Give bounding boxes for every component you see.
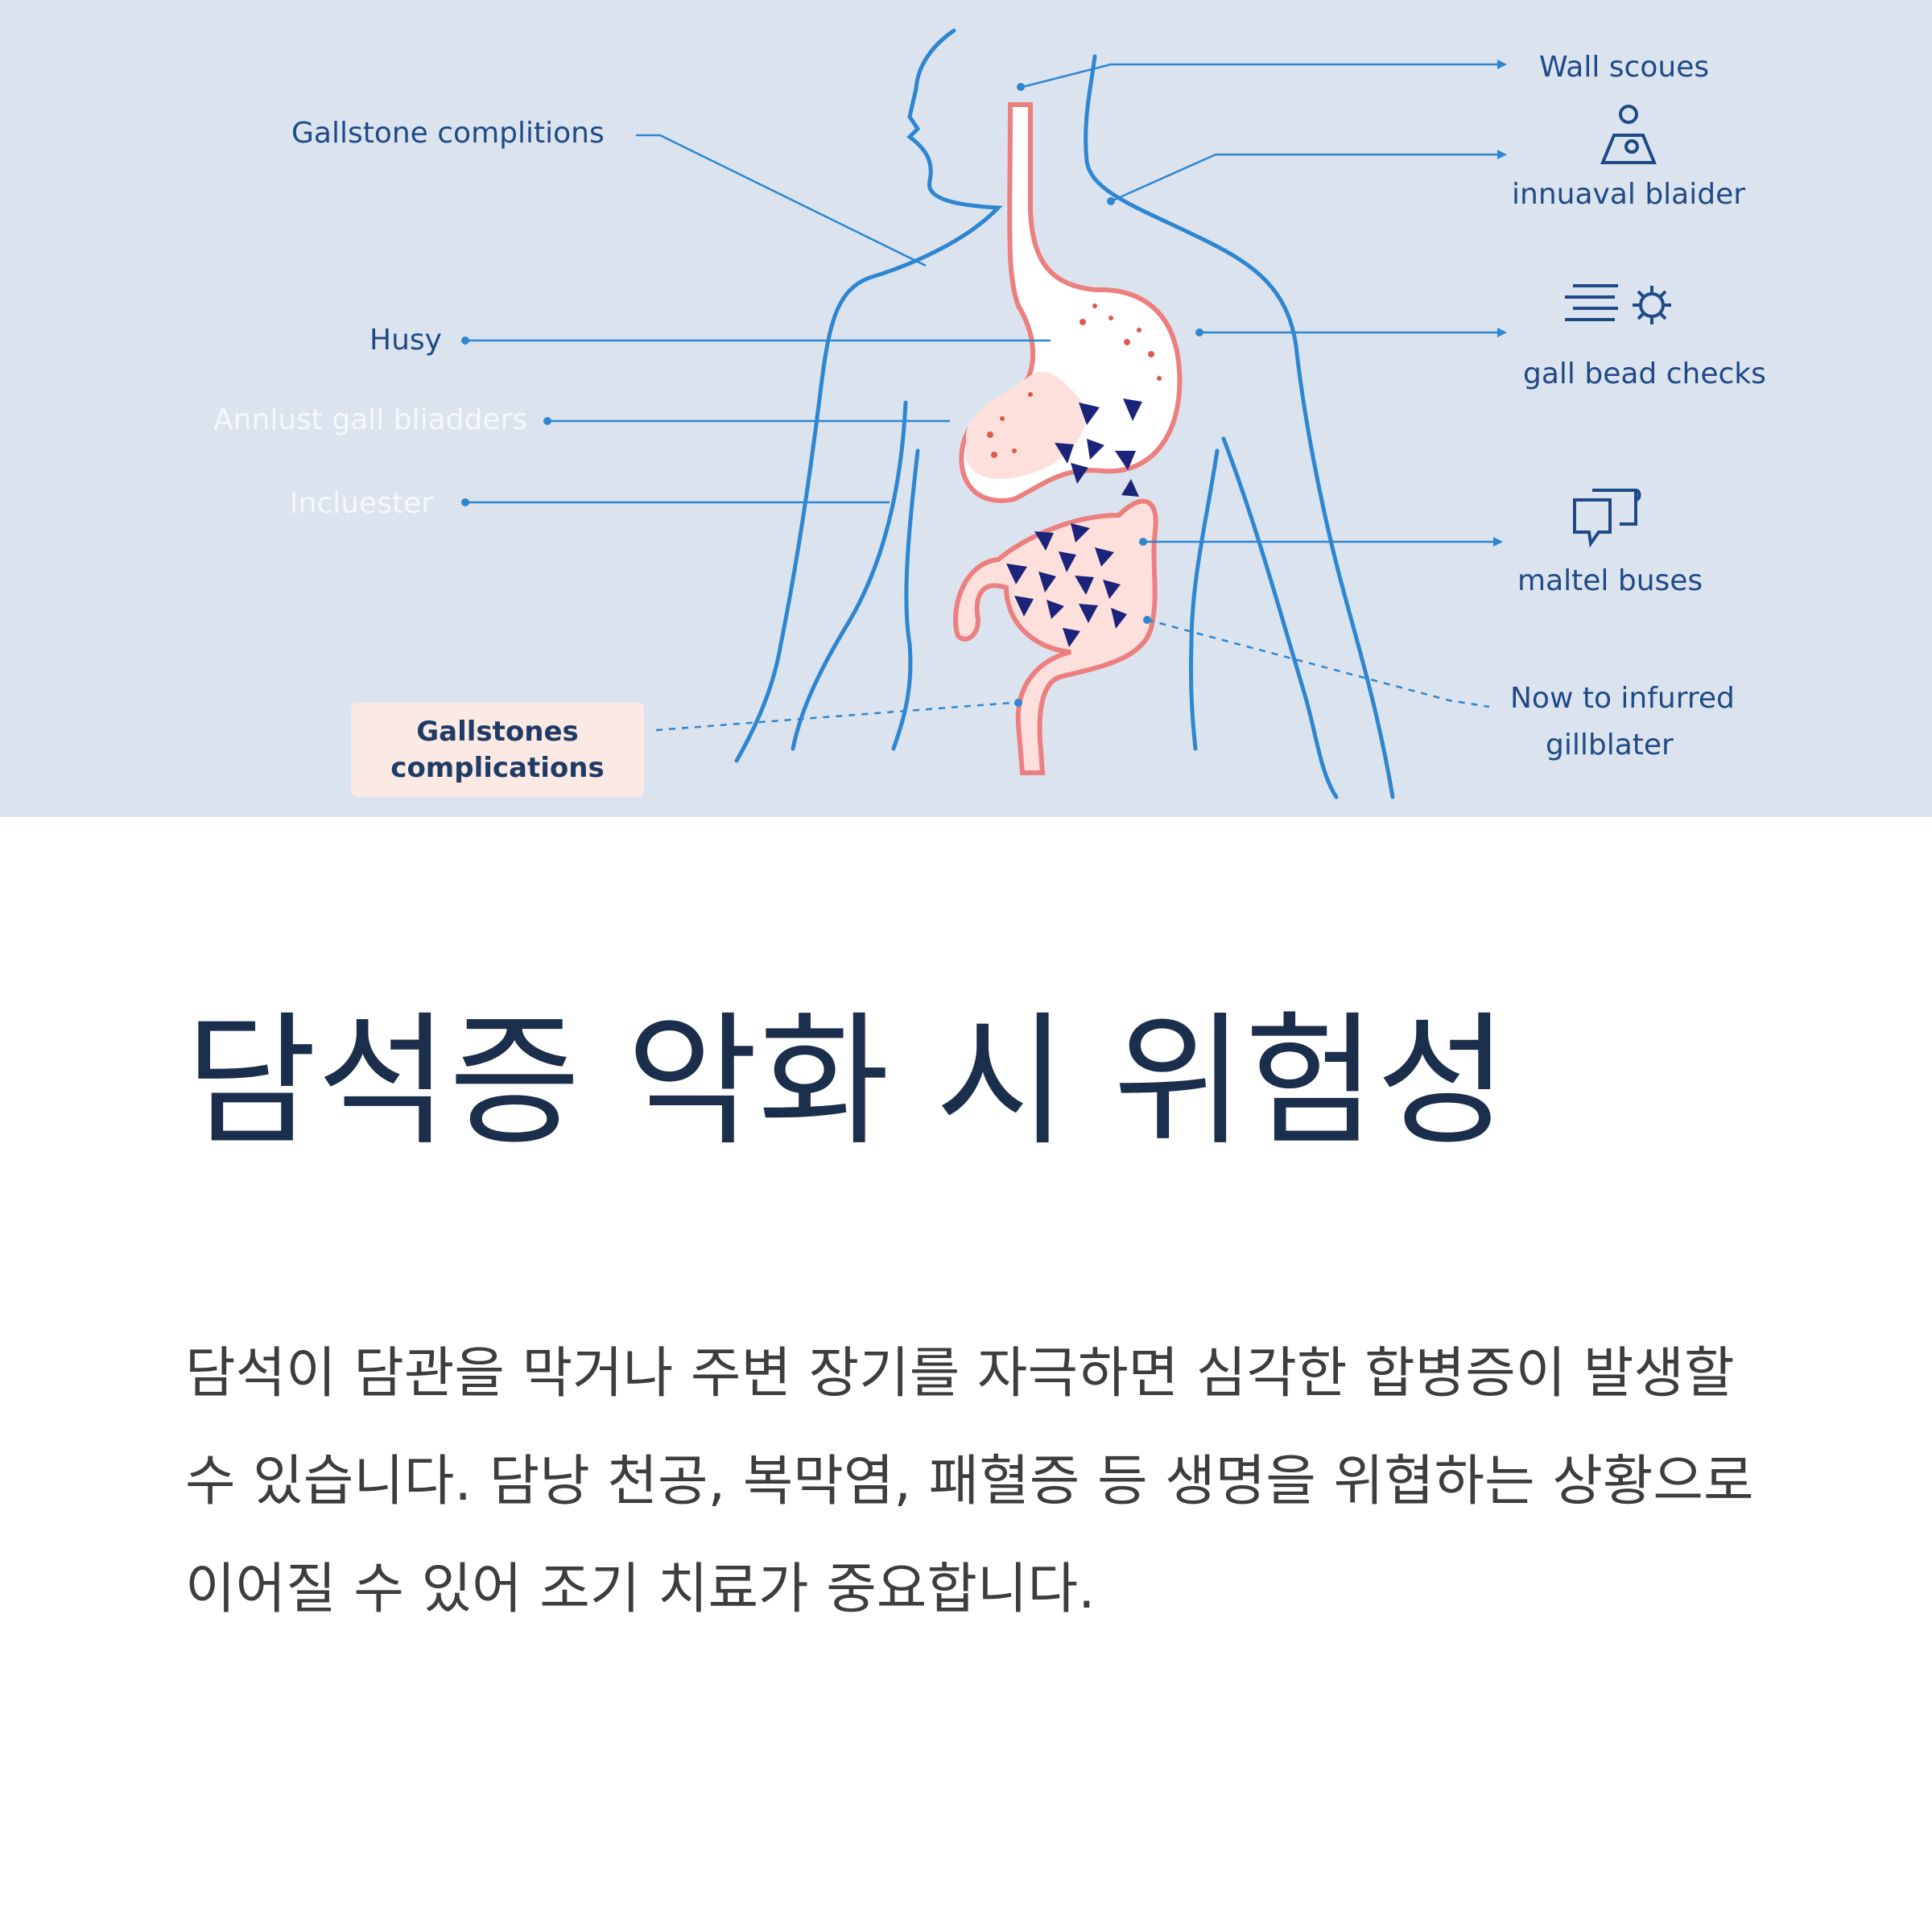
body-paragraph: 담석이 담관을 막거나 주변 장기를 자극하면 심각한 합병증이 발생할 수 있…: [185, 1342, 1754, 1621]
label-wall-scoues: Wall scoues: [1539, 51, 1710, 84]
digestive-organs: [953, 102, 1183, 775]
label-maltel: maltel buses: [1517, 564, 1703, 597]
anatomy-illustration: Gallstone complitions Husy Annlust gall …: [0, 0, 1932, 817]
body-diagram: [461, 28, 1507, 799]
callout-box: Gallstones complications: [351, 703, 644, 797]
label-gall-bead: gall bead checks: [1523, 357, 1766, 390]
label-incluester: Incluester: [290, 487, 434, 520]
label-gallstone-complitions: Gallstone complitions: [291, 117, 605, 150]
label-now-to-line1: Now to infurred: [1510, 682, 1735, 715]
page-title: 담석증 악화 시 위험성: [185, 998, 1509, 1165]
person-icon: [1600, 105, 1657, 164]
label-annlust: Annlust gall bliadders: [213, 403, 528, 436]
label-now-to-line2: gillblater: [1546, 729, 1674, 762]
body-outline: [734, 28, 1395, 799]
chat-bubble-icon: [1573, 489, 1641, 548]
label-husy: Husy: [369, 324, 442, 357]
gallstones: [1006, 398, 1142, 647]
label-innuaval: innuaval blaider: [1512, 178, 1746, 211]
leader-dots: [461, 60, 1507, 707]
list-gear-icon: [1565, 284, 1671, 324]
callout-text: Gallstones complications: [390, 716, 605, 784]
leader-lines: [465, 63, 1501, 732]
